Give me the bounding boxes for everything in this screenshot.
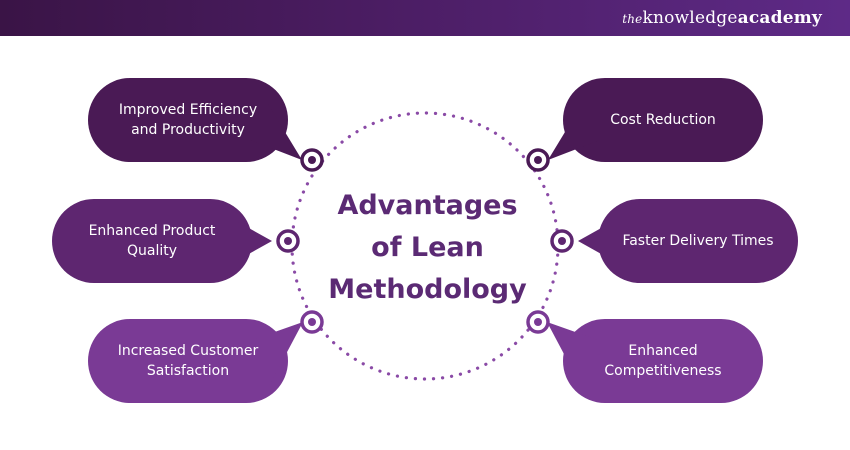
brand-knowledge: knowledge [642, 8, 738, 28]
bubble-shape-competitiveness [547, 319, 763, 403]
advantage-competitiveness-line2: Competitiveness [604, 363, 722, 379]
advantage-satisfaction-line1: Increased Customer [117, 343, 259, 359]
marker-cost [526, 148, 550, 172]
advantage-cost-label: Cost Reduction [563, 78, 763, 162]
advantage-satisfaction-label: Increased Customer Satisfaction [88, 319, 288, 403]
brand-the: the [622, 12, 643, 26]
advantage-cost-line1: Cost Reduction [610, 112, 716, 128]
advantage-satisfaction-line2: Satisfaction [146, 363, 230, 379]
advantage-efficiency-line2: and Productivity [131, 122, 245, 138]
marker-efficiency [300, 148, 324, 172]
bubble-shape-satisfaction [88, 319, 303, 403]
advantage-competitiveness-label: Enhanced Competitiveness [563, 319, 763, 403]
marker-competitiveness [526, 310, 550, 334]
marker-delivery [550, 229, 574, 253]
brand-logo: theknowledgeacademy [622, 8, 822, 28]
advantage-quality-label: Enhanced Product Quality [52, 199, 252, 283]
brand-academy: academy [737, 8, 822, 28]
bubble-shape-cost [548, 78, 763, 162]
bubble-shape-delivery [578, 199, 798, 283]
advantage-competitiveness-line1: Enhanced [628, 343, 698, 359]
title-line-1: Advantages [337, 190, 518, 221]
bubble-shape-quality [52, 199, 272, 283]
advantage-quality-line1: Enhanced Product [88, 223, 216, 239]
advantage-delivery-label: Faster Delivery Times [598, 199, 798, 283]
marker-quality [276, 229, 300, 253]
diagram-title: Advantages of Lean Methodology [320, 185, 535, 311]
header-bar: theknowledgeacademy [0, 0, 850, 36]
advantage-delivery-line1: Faster Delivery Times [622, 233, 774, 249]
advantage-quality-line2: Quality [126, 243, 177, 259]
advantage-efficiency-line1: Improved Efficiency [118, 102, 258, 118]
bubble-shape-efficiency [88, 78, 302, 162]
title-line-2: of Lean [371, 232, 484, 263]
title-line-3: Methodology [328, 274, 527, 305]
marker-satisfaction [300, 310, 324, 334]
advantage-efficiency-label: Improved Efficiency and Productivity [88, 78, 288, 162]
